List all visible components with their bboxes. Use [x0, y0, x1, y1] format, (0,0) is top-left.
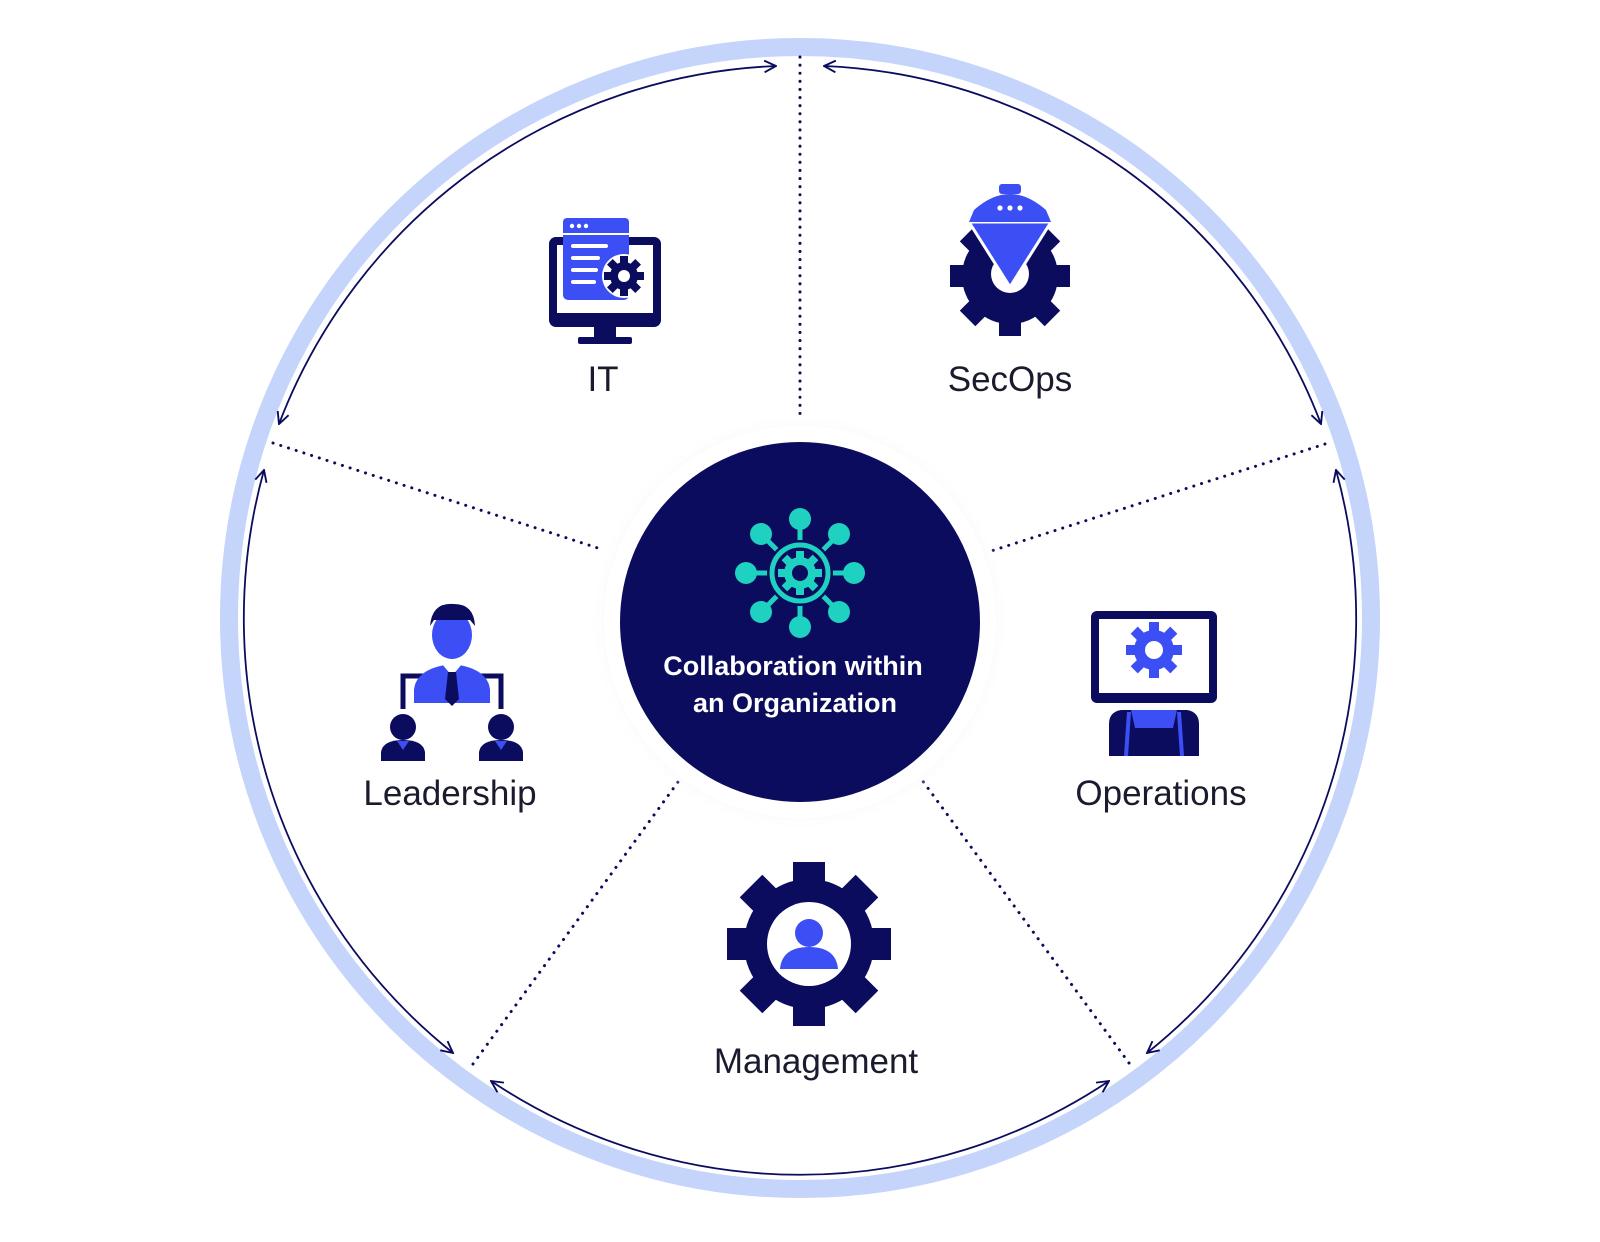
monitor-settings-icon — [549, 218, 661, 344]
center-title-line-1: Collaboration within — [663, 651, 922, 681]
center-title-line-2: an Organization — [693, 688, 897, 718]
segment-label-operations: Operations — [1075, 774, 1246, 813]
segment-label-leadership: Leadership — [363, 774, 536, 813]
team-hierarchy-icon — [381, 603, 523, 761]
segment-label-secops: SecOps — [948, 360, 1073, 399]
arrow-secops — [824, 66, 1321, 424]
arrow-management — [491, 1081, 1109, 1176]
network-gear-icon — [735, 508, 865, 638]
segment-leadership: Leadership — [363, 603, 537, 813]
arrow-it-secops-left — [279, 66, 776, 424]
segment-secops: SecOps — [948, 184, 1073, 399]
segment-management: Management — [714, 862, 919, 1081]
arrow-leadership — [242, 470, 453, 1053]
cycle-arrows — [242, 66, 1358, 1176]
segment-it: IT — [549, 218, 661, 399]
divider-lower-right — [920, 778, 1131, 1065]
operator-monitor-icon — [1091, 611, 1217, 757]
gear-shield-icon — [950, 184, 1070, 336]
divider-upper-left — [271, 441, 606, 552]
segment-label-it: IT — [587, 360, 618, 399]
divider-lower-left — [471, 780, 680, 1066]
segment-operations: Operations — [1075, 611, 1247, 813]
segment-label-management: Management — [714, 1042, 919, 1081]
arrow-operations — [1147, 470, 1358, 1053]
gear-user-icon — [727, 862, 891, 1026]
